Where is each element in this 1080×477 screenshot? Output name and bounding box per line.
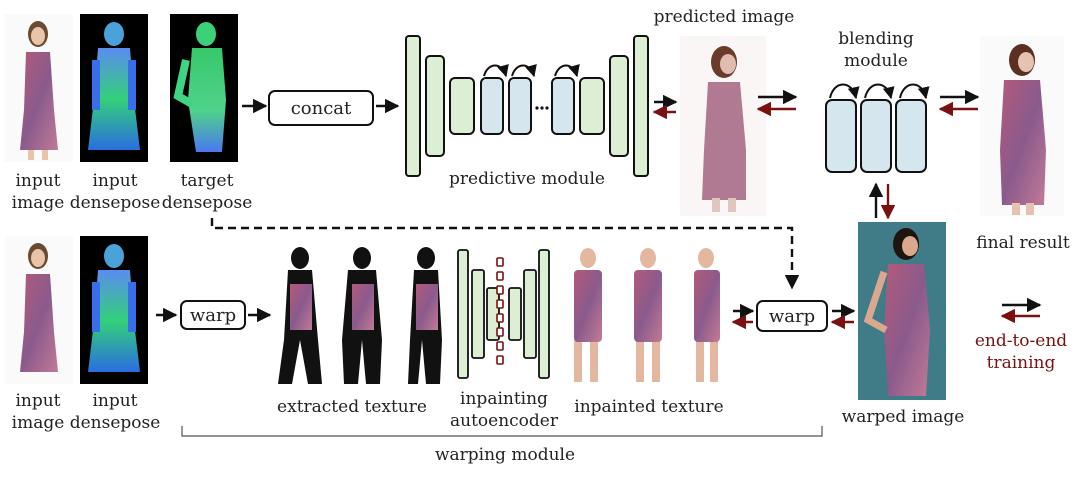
label-warped-image: warped image (838, 406, 968, 428)
label-input-image-bottom: input image (0, 390, 76, 434)
legend-label: end-to-end training (966, 330, 1076, 374)
label-line: densepose (160, 192, 254, 214)
input-image-bottom (5, 236, 73, 384)
label-predictive-module: predictive module (432, 168, 622, 190)
label-line: target (160, 170, 254, 192)
ellipsis-dots (535, 106, 548, 109)
label-line: blending (816, 28, 936, 50)
label-input-densepose-top: input densepose (68, 170, 162, 214)
warp-left-box: warp (180, 300, 246, 330)
label-line: inpainting (444, 388, 564, 410)
label-line: end-to-end (966, 330, 1076, 352)
predicted-image (680, 36, 766, 216)
label-predicted-image: predicted image (646, 6, 802, 28)
label-line: densepose (68, 192, 162, 214)
input-image-top (5, 14, 73, 162)
blending-module-network (826, 85, 926, 173)
extracted-texture-image (274, 240, 452, 386)
warp-left-label: warp (190, 305, 236, 326)
concat-label: concat (291, 98, 352, 119)
label-inpainting-autoencoder: inpainting autoencoder (444, 388, 564, 432)
label-line: autoencoder (444, 410, 564, 432)
predictive-module-network (406, 36, 648, 176)
inpainted-texture-image (560, 240, 734, 386)
label-line: training (966, 352, 1076, 374)
label-line: input (0, 170, 76, 192)
label-line: image (0, 412, 76, 434)
label-input-densepose-bottom: input densepose (68, 390, 162, 434)
concat-box: concat (268, 90, 374, 126)
input-densepose-bottom (80, 236, 148, 384)
label-warping-module: warping module (420, 444, 590, 466)
label-line: module (816, 50, 936, 72)
label-line: input (68, 170, 162, 192)
label-input-image-top: input image (0, 170, 76, 214)
input-densepose-top (80, 14, 148, 162)
label-line: image (0, 192, 76, 214)
label-final-result: final result (966, 232, 1080, 254)
warp-right-box: warp (756, 300, 828, 332)
label-inpainted-texture: inpainted texture (564, 396, 734, 418)
label-blending-module: blending module (816, 28, 936, 72)
warp-right-label: warp (769, 306, 815, 327)
label-line: densepose (68, 412, 162, 434)
final-result-image (980, 36, 1064, 216)
label-line: input (0, 390, 76, 412)
warped-image (858, 222, 946, 400)
label-line: input (68, 390, 162, 412)
target-densepose (170, 14, 238, 162)
label-extracted-texture: extracted texture (270, 396, 434, 418)
label-target-densepose: target densepose (160, 170, 254, 214)
